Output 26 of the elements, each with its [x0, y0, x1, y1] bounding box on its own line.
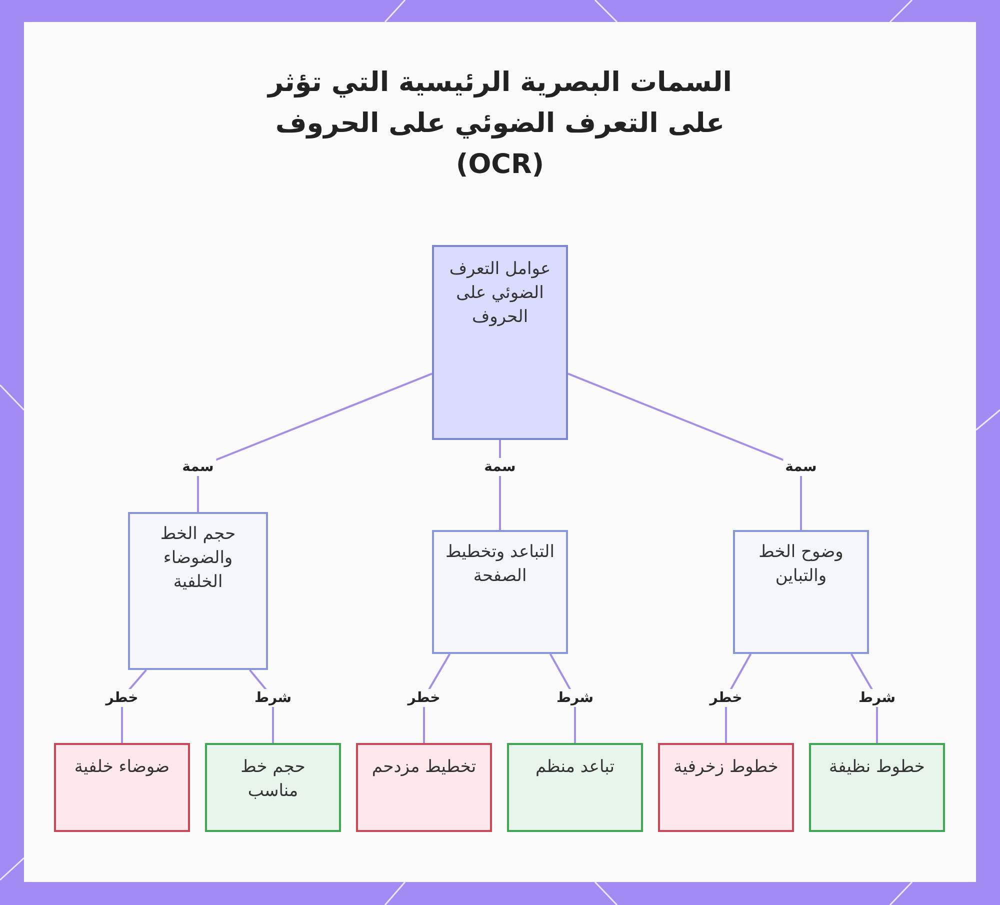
node-box: [54, 743, 190, 832]
node-text: تخطيط مزدحم: [372, 756, 476, 779]
node-text: عوامل التعرف الضوئي على الحروف: [448, 258, 552, 329]
node-text: خطوط نظيفة: [829, 756, 925, 779]
edge-label: سمة: [180, 458, 216, 476]
node-box: [128, 512, 268, 670]
connector-line: [568, 372, 802, 530]
node-box: [432, 530, 568, 654]
node-box: [809, 743, 945, 832]
node-box: [733, 530, 869, 654]
node-text: التباعد وتخطيط الصفحة: [444, 541, 556, 588]
node-text: حجم الخط والضوضاء الخلفية: [159, 523, 237, 594]
edge-label: سمة: [482, 458, 518, 476]
node-text: خطوط زخرفية: [674, 756, 778, 779]
node-text: حجم خط مناسب: [240, 756, 306, 803]
node-box: [432, 245, 568, 440]
node-text: تباعد منظم: [535, 756, 614, 779]
node-box: [658, 743, 794, 832]
connector-line: [197, 372, 432, 512]
node-box: [507, 743, 643, 832]
node-box: [205, 743, 341, 832]
node-text: ضوضاء خلفية: [74, 756, 170, 779]
node-box: [356, 743, 492, 832]
edge-label: سمة: [783, 458, 819, 476]
node-text: وضوح الخط والتباين: [758, 541, 844, 588]
diagram-title: السمات البصرية الرئيسية التي تؤثر على التعرف الضوئي على الحروف (OCR): [266, 66, 734, 182]
